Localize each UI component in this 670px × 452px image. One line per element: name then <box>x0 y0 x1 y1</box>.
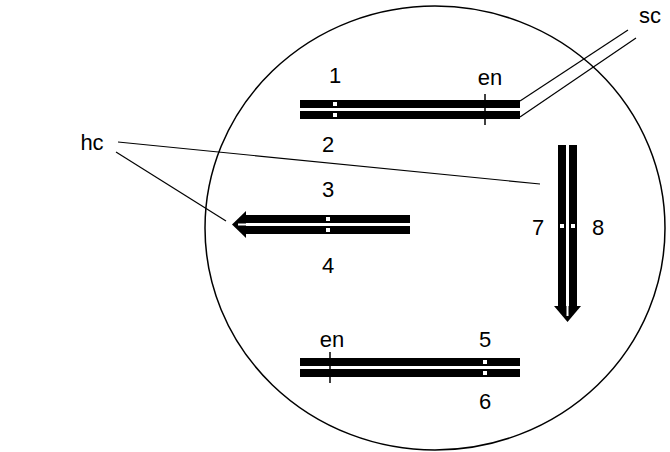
callout-number: 8 <box>591 217 605 239</box>
callout-number: 4 <box>321 255 335 277</box>
callout-number: 7 <box>531 217 545 239</box>
strand-label: sc <box>638 5 662 27</box>
region-label: hc <box>79 132 104 154</box>
leader-line <box>116 152 226 221</box>
chromosome <box>232 211 410 238</box>
strand-line <box>520 30 628 101</box>
gene-label: en <box>477 67 503 89</box>
callout-number: 2 <box>321 134 335 156</box>
callout-number: 6 <box>478 391 492 413</box>
strand-line <box>520 38 636 117</box>
chromosome <box>300 94 520 125</box>
chromosome <box>554 145 581 322</box>
callout-number: 1 <box>328 65 342 87</box>
callout-number: 3 <box>321 179 335 201</box>
nucleus-outline <box>205 6 665 450</box>
chromosome <box>300 352 520 383</box>
gene-label: en <box>319 329 345 351</box>
callout-number: 5 <box>478 329 492 351</box>
